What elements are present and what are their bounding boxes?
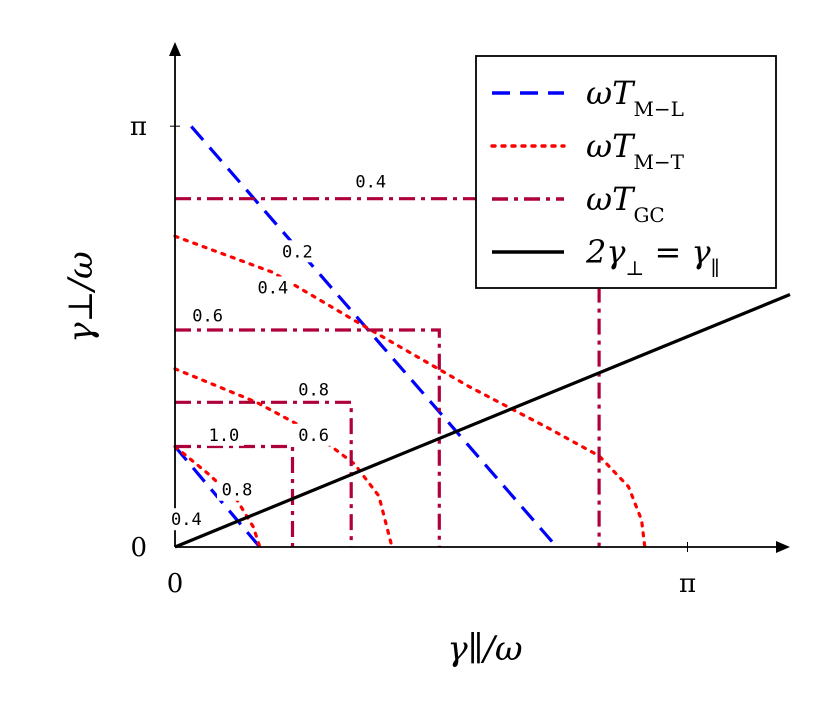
y-tick-label: 0	[130, 533, 147, 563]
x-axis-title: γ∥/ω	[447, 629, 522, 669]
curve-label-bg	[277, 240, 318, 263]
curve-label: 0.4	[258, 278, 289, 298]
series-1-segment-2	[173, 234, 647, 549]
x-tick-label: 0	[167, 569, 184, 599]
y-axis-title: γ⊥/ω	[61, 251, 101, 342]
curve-label-bg	[187, 304, 228, 327]
x-axis-arrow	[776, 541, 790, 553]
curve-label: 0.8	[298, 380, 329, 400]
legend-label-3: 2γ⊥ = γ∥	[585, 233, 720, 280]
curve-label-bg	[252, 276, 293, 299]
curve-label: 0.6	[298, 426, 329, 446]
series-3-segment-0	[174, 293, 791, 549]
curve-label-bg	[350, 170, 391, 193]
curve-label: 0.6	[192, 307, 223, 327]
curve-label-bg	[293, 378, 334, 401]
y-tick-label: π	[130, 112, 147, 142]
curve-label-bg	[293, 423, 334, 446]
legend-label-2: ωTGC	[586, 180, 665, 227]
curve-label-bg	[216, 478, 257, 501]
legend-label-1: ωTM−T	[586, 127, 685, 174]
series-2-segment-2	[175, 328, 441, 547]
curve-label: 0.8	[222, 481, 253, 501]
legend: ωTM−L ωTM−T ωTGC 2γ⊥ = γ∥	[475, 55, 777, 289]
series-1-segment-1	[173, 367, 394, 549]
curve-label: 0.4	[171, 510, 202, 530]
curve-label: 0.2	[282, 242, 313, 262]
y-axis-arrow	[169, 42, 181, 56]
curve-label-bg	[203, 423, 244, 446]
legend-label-0: ωTM−L	[586, 74, 684, 121]
curve-labels: 0.4 0.2 0.4 0.6 0.8 1.0 0.6 0.8 0.4	[166, 170, 391, 531]
series-0-segment-1	[190, 125, 558, 549]
curve-label-bg	[166, 508, 207, 531]
curve-label: 1.0	[209, 426, 240, 446]
x-tick-label: π	[679, 569, 696, 599]
series-2-segment-0	[175, 444, 295, 547]
axes: 0 π 0 π γ∥/ω γ⊥/ω	[61, 42, 790, 669]
curve-label: 0.4	[355, 173, 386, 193]
